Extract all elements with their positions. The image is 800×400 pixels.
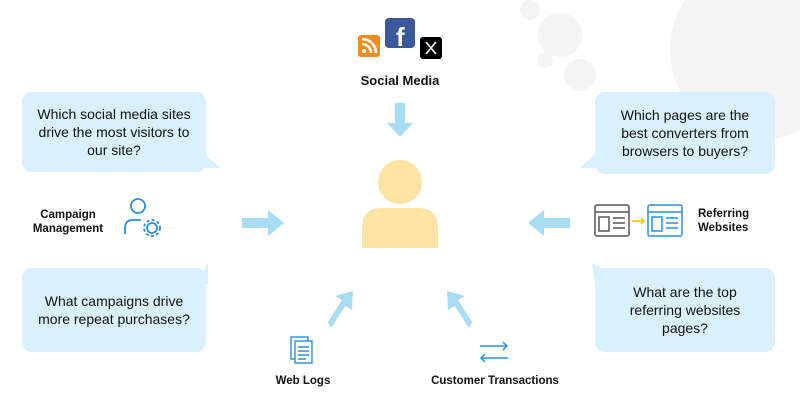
rss-icon [358, 35, 380, 57]
bubble-tail [198, 262, 208, 284]
bubble-tail [580, 148, 602, 168]
question-text: Which social media sites drive the most … [37, 106, 191, 158]
question-bubble-pages: Which pages are the best converters from… [595, 92, 775, 174]
web-logs-label: Web Logs [275, 375, 331, 387]
transfer-arrows-icon [480, 341, 508, 363]
bubble-tail [198, 148, 220, 168]
social-media-label: Social Media [360, 73, 440, 88]
user-gear-icon [124, 198, 161, 237]
question-text: What campaigns drive more repeat purchas… [38, 293, 190, 327]
question-text: Which pages are the best converters from… [620, 107, 750, 159]
document-icon [290, 336, 313, 364]
campaign-management-label: Campaign Management [32, 209, 104, 235]
question-bubble-campaigns: What campaigns drive more repeat purchas… [22, 268, 206, 352]
x-icon [420, 37, 442, 59]
question-bubble-social: Which social media sites drive the most … [22, 92, 206, 172]
question-bubble-referring: What are the top referring websites page… [595, 268, 775, 352]
question-text: What are the top referring websites page… [629, 284, 741, 336]
referring-websites-label: Referring Websites [698, 208, 750, 234]
svg-text:f: f [396, 22, 405, 48]
person-icon [362, 160, 438, 248]
facebook-icon: f [385, 18, 415, 48]
website-referral-icon [594, 204, 683, 237]
customer-transactions-label: Customer Transactions [431, 375, 559, 387]
bubble-tail [592, 262, 604, 284]
